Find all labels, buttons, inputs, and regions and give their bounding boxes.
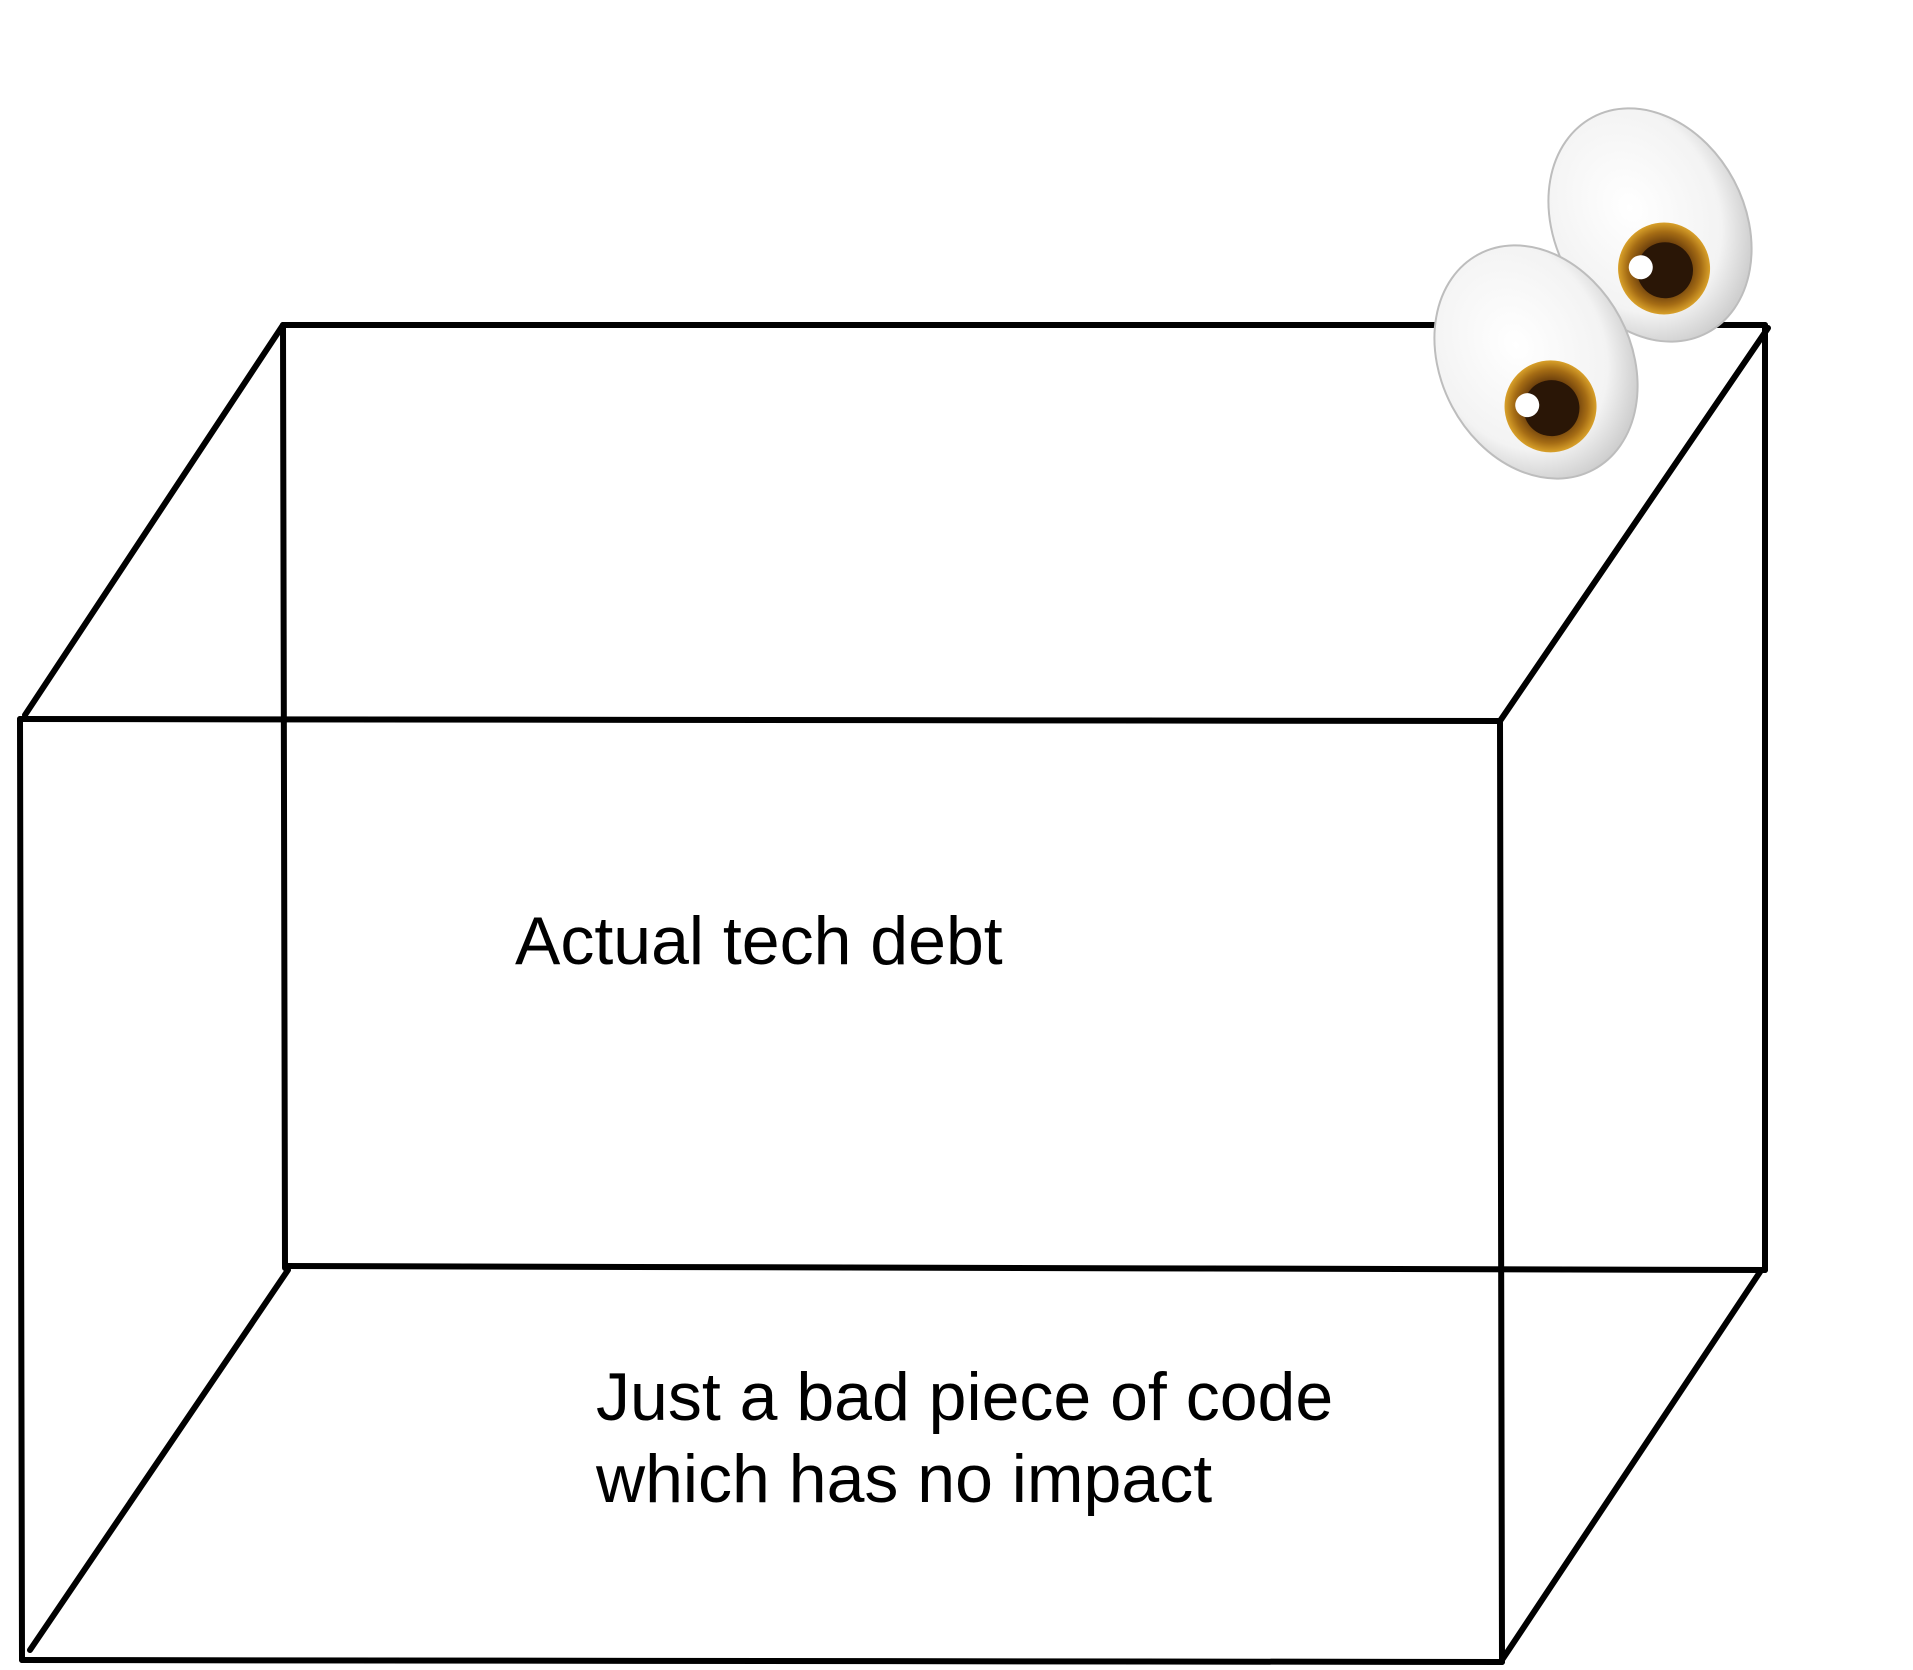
bad-code-label-line1: Just a bad piece of code: [596, 1359, 1334, 1435]
back-left-edge: [280, 322, 288, 1271]
actual-tech-debt-label: Actual tech debt: [515, 903, 1003, 979]
front-left-edge: [17, 716, 25, 1663]
front-top-edge: [17, 716, 1503, 724]
bad-code-label: Just a bad piece of code which has no im…: [596, 1356, 1333, 1520]
connector-bottom-right: [1499, 1269, 1763, 1663]
back-bottom-edge: [282, 1263, 1768, 1273]
connector-top-right: [1497, 325, 1771, 724]
front-right-edge: [1497, 718, 1505, 1665]
bad-code-label-line2: which has no impact: [596, 1441, 1213, 1517]
connector-bottom-left: [27, 1267, 291, 1653]
front-bottom-edge: [19, 1657, 1505, 1665]
connector-top-left: [22, 322, 286, 718]
eyes-emoji-icon: [1433, 107, 1753, 480]
eye-front-icon: [1433, 244, 1639, 480]
